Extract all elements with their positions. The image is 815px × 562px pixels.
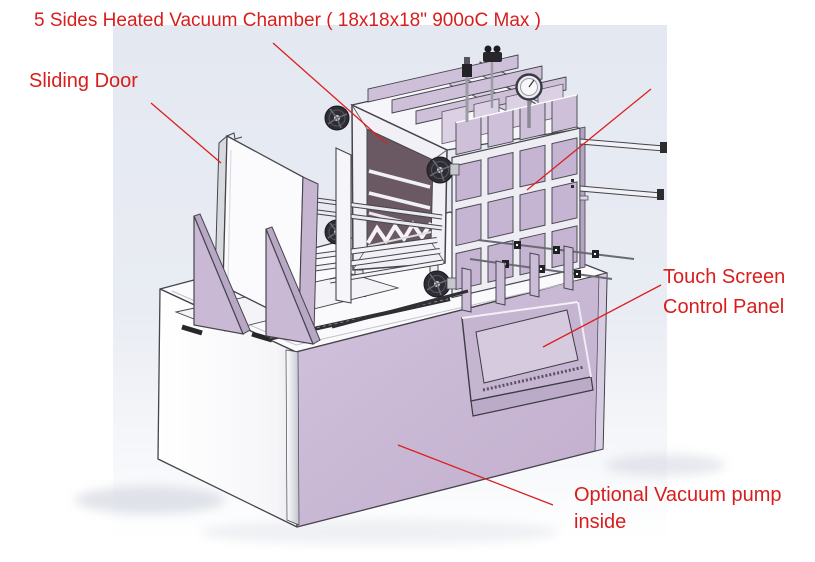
top-rods (462, 45, 502, 122)
touch-screen (475, 309, 579, 384)
floor-shadows (75, 454, 725, 545)
label-touch-line2: Control Panel (663, 296, 785, 318)
heater-grid-wall (441, 83, 586, 299)
label-touch-line1: Touch Screen (663, 266, 786, 288)
slide-rail (331, 289, 469, 329)
label-touch-screen: Touch Screen Control Panel (663, 262, 813, 322)
handwheel (426, 156, 460, 184)
right-flange-bars (579, 138, 667, 200)
touch-screen-panel (461, 301, 594, 417)
door-rods (293, 194, 443, 231)
label-sliding-door: Sliding Door (29, 70, 138, 92)
leader-lines (150, 42, 662, 506)
label-chamber-title: 5 Sides Heated Vacuum Chamber ( 18x18x18… (34, 10, 541, 31)
sliding-door-assembly (174, 132, 469, 345)
door-notch (226, 132, 243, 140)
door-gussets (193, 213, 321, 345)
door-seam (227, 149, 232, 281)
panel-base-wedge (470, 376, 594, 417)
pressure-gauge (515, 73, 543, 128)
wall-detail-dots (571, 179, 589, 201)
panel-highlight (461, 301, 579, 319)
handwheel (324, 105, 350, 131)
label-pump-line2: inside (574, 511, 627, 533)
leader-sliding-door (150, 102, 222, 164)
panel-vent-strip (482, 365, 585, 392)
cabinet-right-edge (594, 272, 608, 452)
door-guide-post (335, 147, 352, 304)
leader-vacuum-pump (397, 444, 554, 506)
leader-chamber (272, 42, 388, 145)
fin-top-highlight (456, 94, 577, 124)
cabinet-corner-edge (285, 349, 300, 526)
label-pump-line1: Optional Vacuum pump (574, 484, 782, 506)
label-vacuum-pump: Optional Vacuum pump inside (574, 482, 814, 536)
chamber-shelves (366, 169, 433, 247)
panel-highlight-right (577, 301, 592, 378)
leader-heated-wall (526, 88, 652, 191)
handwheel (423, 270, 457, 298)
leader-touch-screen (542, 284, 662, 348)
grid-top-fins (455, 94, 578, 156)
